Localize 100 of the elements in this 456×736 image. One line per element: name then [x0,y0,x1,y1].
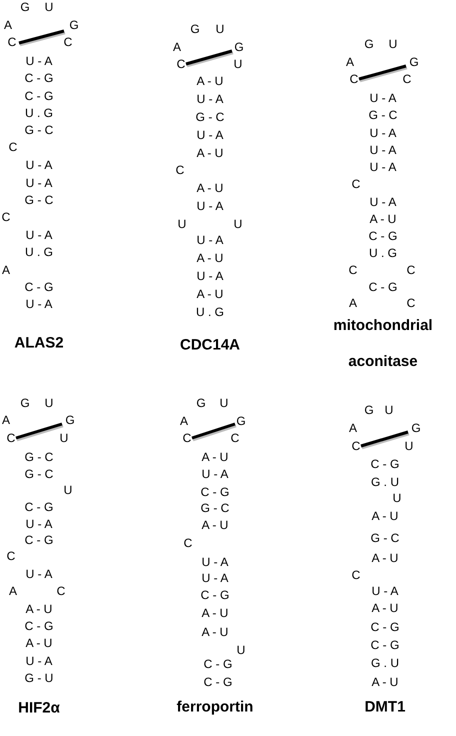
nucleotide-letter: C [184,537,192,549]
nucleotide-letter: G [69,19,79,31]
base-pair: U . G [369,247,397,259]
nucleotide-letter: G [20,1,30,13]
base-pair: A - U [372,602,398,614]
nucleotide-letter: G [364,38,374,50]
base-pair: U - A [26,159,52,171]
nucleotide-letter: C [8,36,16,48]
base-pair: A - U [26,603,52,615]
base-pair: U - A [196,234,224,246]
nucleotide-letter: U [234,218,242,230]
base-pair: A - U [202,607,228,619]
base-pair: U - A [26,177,52,189]
base-pair: G . U [371,476,399,488]
base-pair: G - C [24,124,54,136]
base-pair: G - C [24,194,54,206]
base-pair: U - A [202,556,228,568]
base-pair: U - A [202,572,228,584]
nucleotide-letter: U [392,492,402,504]
structure-name: CDC14A [180,338,240,352]
base-pair: U - A [370,92,396,104]
nucleotide-letter: C [2,211,10,223]
nucleotide-letter: A [2,264,10,276]
nucleotide-letter: U [220,397,228,409]
base-pair: U - A [370,196,396,208]
base-pair: A - U [202,519,228,531]
base-pair: G - C [370,532,400,544]
nucleotide-letter: U [178,218,186,230]
base-pair: C - G [24,534,54,546]
nucleotide-letter: C [8,141,18,153]
nucleotide-letter: U [234,58,242,70]
base-pair: U - A [26,229,52,241]
base-pair: A - U [202,451,228,463]
base-pair: G - C [196,111,224,123]
nucleotide-letter: G [236,415,246,427]
nucleotide-letter: U [44,397,54,409]
nucleotide-letter: U [60,432,68,444]
base-pair: U - A [26,518,52,530]
nucleotide-letter: A [9,585,17,597]
nucleotide-letter: G [190,23,200,35]
base-pair: U - A [196,200,224,212]
nucleotide-letter: C [350,73,358,85]
base-pair: U - A [202,468,228,480]
structure-name: HIF2α [18,700,60,716]
nucleotide-letter: G [409,56,419,68]
nucleotide-letter: C [352,178,360,190]
base-pair: G - C [368,109,398,121]
base-pair: U - A [196,93,224,105]
nucleotide-letter: C [56,585,66,597]
base-pair: C - G [204,658,232,670]
nucleotide-letter: A [2,414,10,426]
base-pair: U - A [196,270,224,282]
base-pair: C - G [24,501,54,513]
base-pair: C - G [370,621,400,633]
base-pair: C - G [200,589,230,601]
nucleotide-letter: C [6,432,16,444]
base-pair: C - G [24,281,54,293]
nucleotide-letter: C [352,569,360,581]
nucleotide-letter: A [180,415,188,427]
base-pair: G - U [24,672,54,684]
nucleotide-letter: A [4,19,12,31]
nucleotide-letter: U [388,38,398,50]
base-pair: C - G [370,639,400,651]
structure-name: ALAS2 [14,336,64,350]
nucleotide-letter: C [6,550,16,562]
nucleotide-letter: A [173,41,181,53]
base-pair: U . G [25,107,53,119]
nucleotide-letter: C [406,264,416,276]
base-pair: A - U [196,147,224,159]
nucleotide-letter: A [349,297,357,309]
nucleotide-letter: G [65,414,75,426]
base-pair: A - U [196,75,224,87]
nucleotide-letter: C [230,432,240,444]
structure-name: DMT1 [364,700,406,714]
base-pair: A - U [196,182,224,194]
nucleotide-letter: C [406,297,416,309]
base-pair: U - A [370,127,396,139]
base-pair: A - U [196,252,224,264]
base-pair: U - A [26,298,52,310]
nucleotide-letter: G [364,404,374,416]
nucleotide-letter: G [20,397,30,409]
base-pair: U - A [196,129,224,141]
nucleotide-letter: U [216,23,224,35]
base-pair: U - A [26,568,52,580]
nucleotide-letter: U [236,644,246,656]
base-pair: A - U [26,637,52,649]
nucleotide-letter: U [64,484,72,496]
base-pair: A - U [202,626,228,638]
base-pair: C - G [24,72,54,84]
base-pair: C - G [370,458,400,470]
base-pair: U - A [26,655,52,667]
base-pair: A - U [372,676,398,688]
nucleotide-letter: G [196,397,206,409]
base-pair: G - C [200,502,230,514]
base-pair: A - U [372,510,398,522]
base-pair: A - U [372,552,398,564]
nucleotide-letter: U [384,404,394,416]
base-pair: A - U [196,288,224,300]
nucleotide-letter: C [176,164,184,176]
base-pair: C - G [24,90,54,102]
